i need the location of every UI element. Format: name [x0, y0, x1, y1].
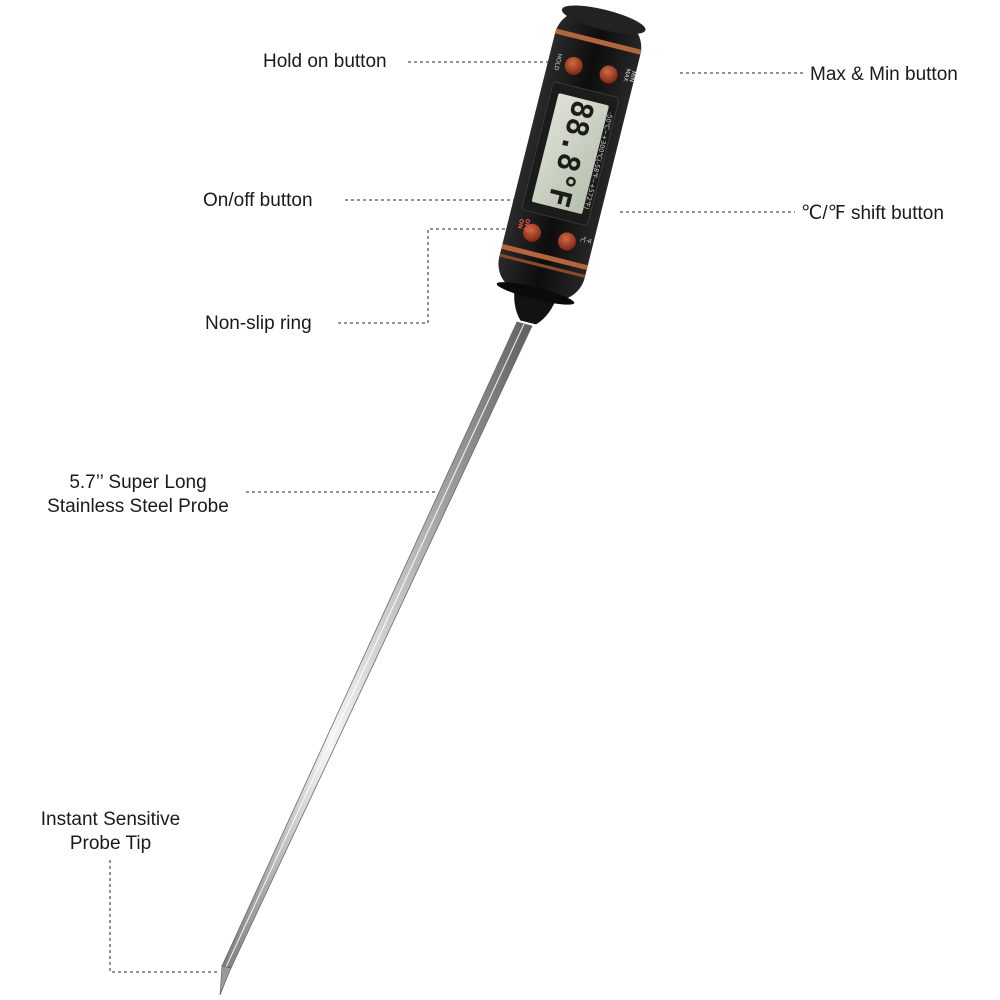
on-off-button[interactable]: [521, 222, 543, 244]
tip-label-line1: Instant Sensitive: [40, 809, 181, 830]
unit-mark-f: ℉: [584, 237, 592, 245]
probe-label-line2: Stainless Steel Probe: [47, 496, 229, 517]
non-slip-label: Non-slip ring: [205, 313, 312, 334]
unit-mark-c: ℃: [578, 235, 586, 243]
probe-label: 5.7’’ Super Long Stainless Steel Probe: [30, 471, 246, 519]
probe-tip: [219, 965, 232, 996]
hold-on-label: Hold on button: [263, 51, 387, 72]
tip-label-line2: Probe Tip: [69, 833, 152, 854]
max-min-button[interactable]: [598, 64, 620, 86]
max-mark: MAX: [622, 68, 632, 83]
top-ring: [554, 28, 642, 55]
leader-non-slip: [338, 228, 515, 324]
min-mark: MIN: [628, 70, 638, 83]
lcd-screen: [531, 93, 609, 214]
on-mark: ON: [516, 218, 525, 230]
hold-mark: HOLD: [552, 53, 563, 72]
steel-probe: [219, 321, 533, 996]
max-min-label: Max & Min button: [810, 64, 958, 85]
tip-label: Instant Sensitive Probe Tip: [18, 808, 203, 856]
hold-button[interactable]: [563, 55, 585, 77]
non-slip-ring-lower: [499, 253, 586, 278]
leader-tip: [109, 860, 220, 973]
bottom-end: [496, 282, 575, 305]
unit-shift-button[interactable]: [556, 231, 578, 253]
thermometer-head: 88.8°F -50℃~+300℃(-58℉~+572℉) HOLD MAX M…: [496, 5, 646, 325]
on-off-label: On/off button: [203, 190, 313, 211]
unit-shift-label: ℃/℉ shift button: [801, 203, 944, 224]
probe-label-line1: 5.7’’ Super Long: [69, 472, 207, 493]
off-mark: OFF: [521, 218, 531, 233]
top-cap: [561, 5, 646, 34]
non-slip-ring: [501, 243, 588, 271]
